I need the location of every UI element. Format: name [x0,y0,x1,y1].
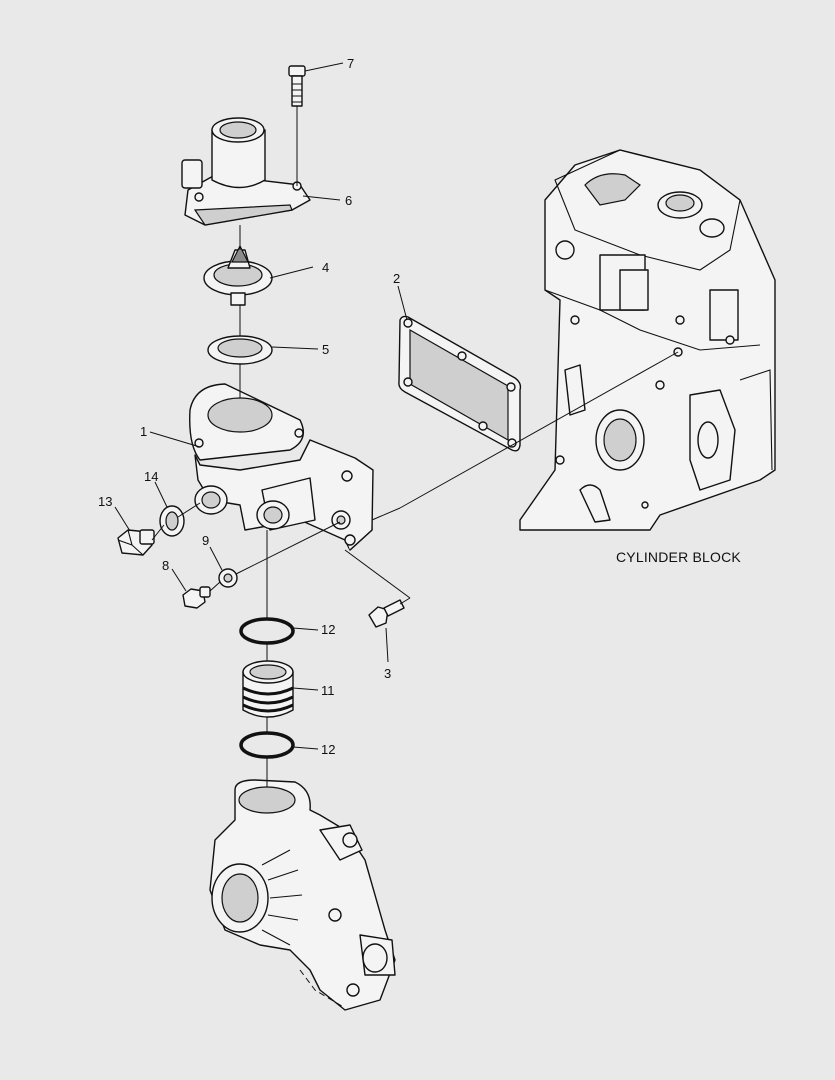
callout-14: 14 [144,469,158,484]
callout-4: 4 [322,260,329,275]
callout-12-lower: 12 [321,742,335,757]
callout-3: 3 [384,666,391,681]
callout-12-upper: 12 [321,622,335,637]
cylinder-block-label: CYLINDER BLOCK [616,549,741,565]
callout-numbers: 1 2 3 4 5 6 7 8 9 11 12 12 13 14 [98,56,400,757]
assembly-lines [151,106,679,787]
callout-5: 5 [322,342,329,357]
callout-2: 2 [393,271,400,286]
o-ring-lower-part-12 [239,731,295,759]
thermostat-housing-part-1 [189,383,374,551]
bolt-part-7 [288,65,306,107]
plug-part-13 [117,529,155,556]
water-pump-body [209,779,396,1011]
thermostat-part-4 [203,244,273,306]
bolt-part-3 [368,599,405,628]
thermostat-cover-part-6 [181,117,311,226]
o-ring-upper-part-12 [239,617,295,645]
callout-13: 13 [98,494,112,509]
callout-leaders [114,62,408,750]
gasket-part-2 [398,315,522,452]
callout-1: 1 [140,424,147,439]
callout-9: 9 [202,533,209,548]
callout-7: 7 [347,56,354,71]
cylinder-block [519,149,776,531]
callout-11: 11 [321,683,335,698]
seal-ring-part-5 [207,335,273,365]
washer-part-14 [159,505,185,537]
callout-8: 8 [162,558,169,573]
callout-6: 6 [345,193,352,208]
washer-part-9 [218,568,238,588]
plug-part-8 [182,586,211,609]
pipe-part-11 [242,660,294,718]
